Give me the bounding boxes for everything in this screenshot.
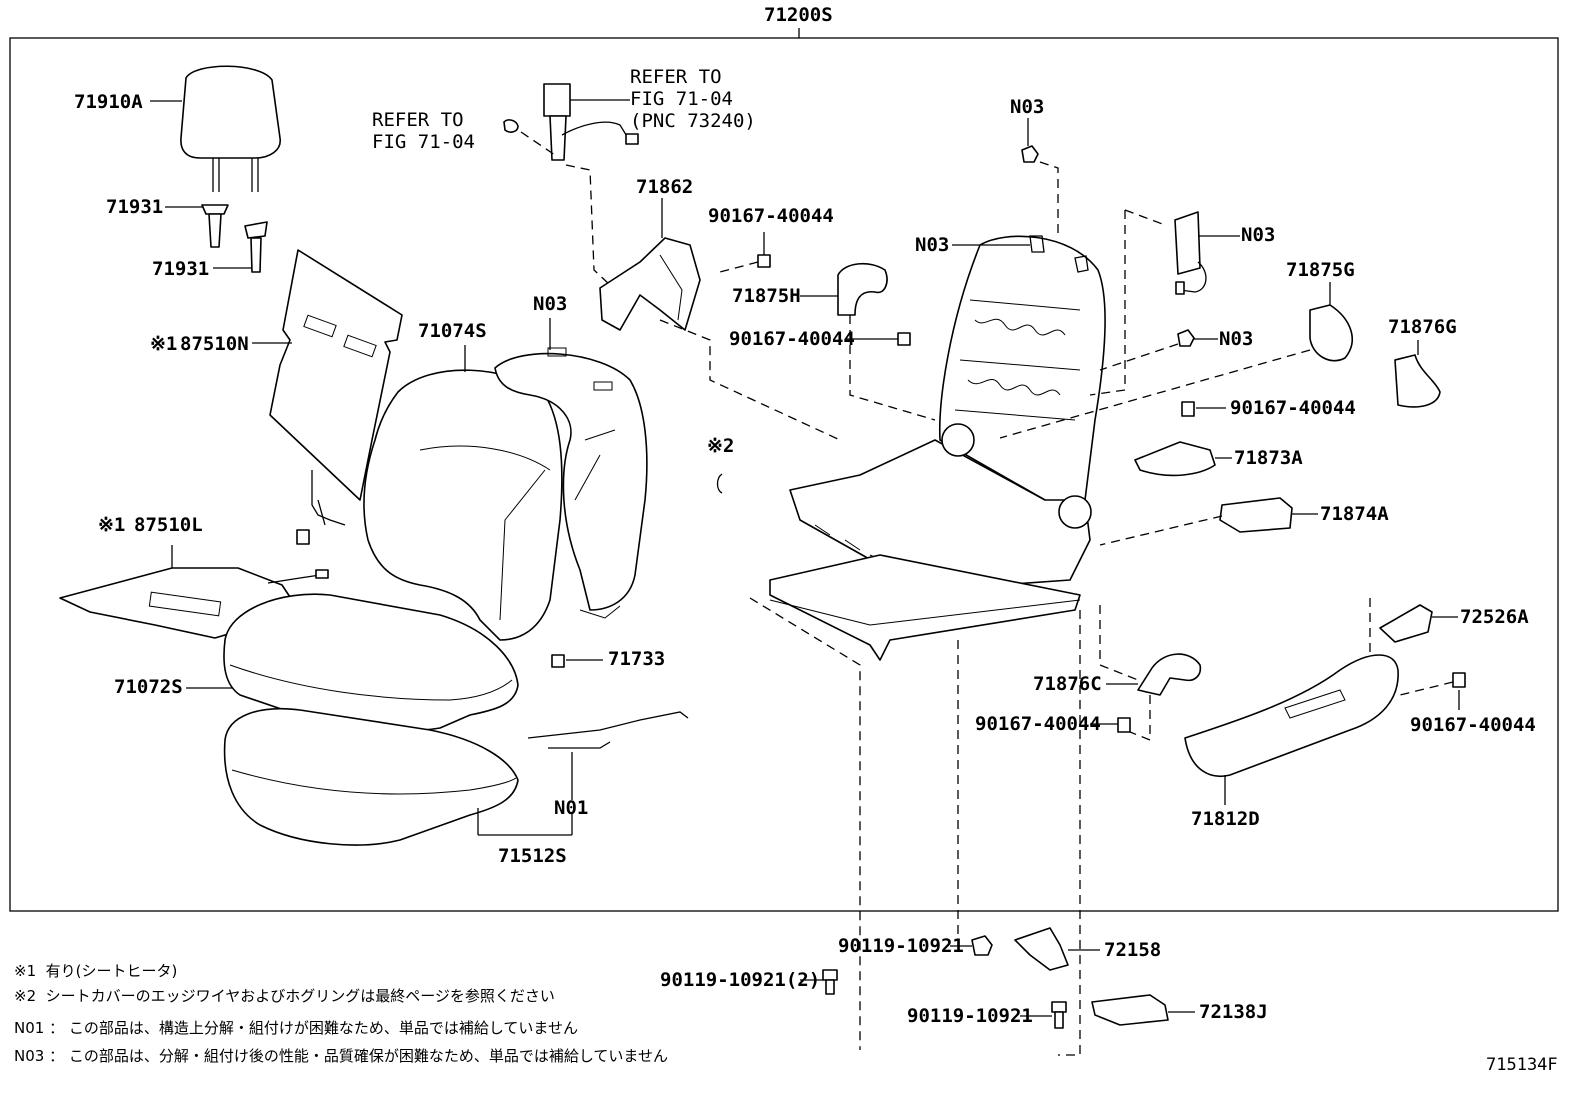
lever-71873A	[1134, 441, 1232, 477]
part-label-N01: N01	[554, 797, 589, 819]
part-label-90119-b: 90119-10921(2)	[660, 969, 821, 991]
part-label-71931-b: 71931	[152, 258, 210, 280]
part-label-71875G: 71875G	[1286, 259, 1355, 281]
screw-90167-d	[1090, 695, 1151, 741]
assembly-frame	[9, 28, 1559, 912]
back-pad-part	[494, 318, 648, 619]
part-mark-87510L: ※1	[98, 514, 126, 536]
part-label-90119-a: 90119-10921	[838, 935, 964, 957]
part-label-71812D: 71812D	[1191, 808, 1260, 830]
assembly-label: 71200S	[764, 4, 833, 26]
bolt-90119-b	[800, 969, 838, 995]
part-label-87510L: 87510L	[134, 514, 203, 536]
part-mark-87510N: ※1	[150, 333, 178, 355]
part-label-90119-c: 90119-10921	[907, 1005, 1033, 1027]
part-label-87510N: 87510N	[180, 333, 249, 355]
part-label-N03-back: N03	[533, 293, 568, 315]
part-label-71862: 71862	[636, 176, 694, 198]
shield-71812D	[1184, 654, 1399, 805]
seat-frame-part	[749, 235, 1106, 1056]
note-n03: N03 ： この部品は、分解・組付け後の性能・品質確保が困難なため、単品では補給…	[14, 1047, 668, 1065]
part-label-71512S: 71512S	[498, 845, 567, 867]
part-label-71931-a: 71931	[106, 196, 164, 218]
cover-71875H	[800, 262, 936, 421]
note-1: ※1 有り(シートヒータ)	[14, 962, 178, 980]
small-bolt-n03	[1099, 329, 1218, 371]
part-label-90167-c: 90167-40044	[1230, 397, 1356, 419]
screw-90167-b	[845, 332, 911, 346]
figure-id: 715134F	[1486, 1055, 1558, 1075]
part-label-90167-b: 90167-40044	[729, 328, 855, 350]
part-label-71875H: 71875H	[732, 285, 801, 307]
note-n01: N01 ： この部品は、構造上分解・組付けが困難なため、単品では補給していません	[14, 1019, 578, 1037]
cover-71875G	[999, 282, 1354, 439]
headrest-part	[150, 65, 281, 192]
headrest-guide-parts	[165, 204, 268, 273]
part-label-71874A: 71874A	[1320, 503, 1389, 525]
part-label-N03-top: N03	[1010, 96, 1045, 118]
seat-belt-buckle-part	[503, 83, 639, 286]
hog-ring-part	[716, 473, 723, 494]
back-frame-cover-part	[599, 198, 841, 441]
back-heater-part	[252, 249, 403, 545]
part-label-71876C: 71876C	[1033, 673, 1102, 695]
refer-label-top-3: (PNC 73240)	[630, 110, 756, 132]
part-label-72526A: 72526A	[1460, 606, 1529, 628]
screw-90167-c	[1181, 401, 1226, 417]
part-label-71074S: 71074S	[418, 320, 487, 342]
part-label-72158: 72158	[1104, 939, 1162, 961]
refer-label-top-2: FIG 71-04	[630, 88, 733, 110]
part-label-71733: 71733	[608, 648, 666, 670]
part-label-N03-bolt: N03	[1219, 328, 1254, 350]
top-bolt-n03	[1021, 118, 1059, 235]
cover-71876C	[1099, 605, 1202, 696]
bolt-90119-c	[1020, 1001, 1067, 1029]
part-label-71910A: 71910A	[74, 91, 143, 113]
cushion-pad-part	[223, 708, 573, 846]
part-label-90167-a: 90167-40044	[708, 205, 834, 227]
refer-label-top-1: REFER TO	[630, 66, 722, 88]
part-label-90167-d: 90167-40044	[975, 713, 1101, 735]
note-2: ※2 シートカバーのエッジワイヤおよびホグリングは最終ページを参照ください	[14, 987, 555, 1005]
screw-90167-a	[719, 232, 771, 273]
part-label-71072S: 71072S	[114, 676, 183, 698]
cover-71876G	[1394, 340, 1441, 408]
bolt-90119-a	[950, 935, 993, 956]
refer-label-left-1: REFER TO	[372, 109, 464, 131]
screw-90167-e	[1399, 672, 1466, 710]
refer-label-left-2: FIG 71-04	[372, 131, 475, 153]
cover-72138J	[1091, 994, 1195, 1026]
part-label-N03-frame: N03	[915, 234, 950, 256]
hog-ring-mark: ※2	[707, 435, 735, 457]
part-label-71876G: 71876G	[1388, 316, 1457, 338]
part-label-N03-airbag: N03	[1241, 224, 1276, 246]
part-label-90167-e: 90167-40044	[1410, 714, 1536, 736]
cover-72526A	[1369, 598, 1458, 720]
bracket-72158	[1014, 927, 1100, 971]
part-label-72138J: 72138J	[1199, 1001, 1268, 1023]
bolt-71733	[551, 654, 603, 668]
part-label-71873A: 71873A	[1234, 447, 1303, 469]
edge-wire-part	[527, 711, 689, 800]
side-airbag-part	[1089, 209, 1240, 396]
knob-71874A	[1099, 497, 1318, 546]
